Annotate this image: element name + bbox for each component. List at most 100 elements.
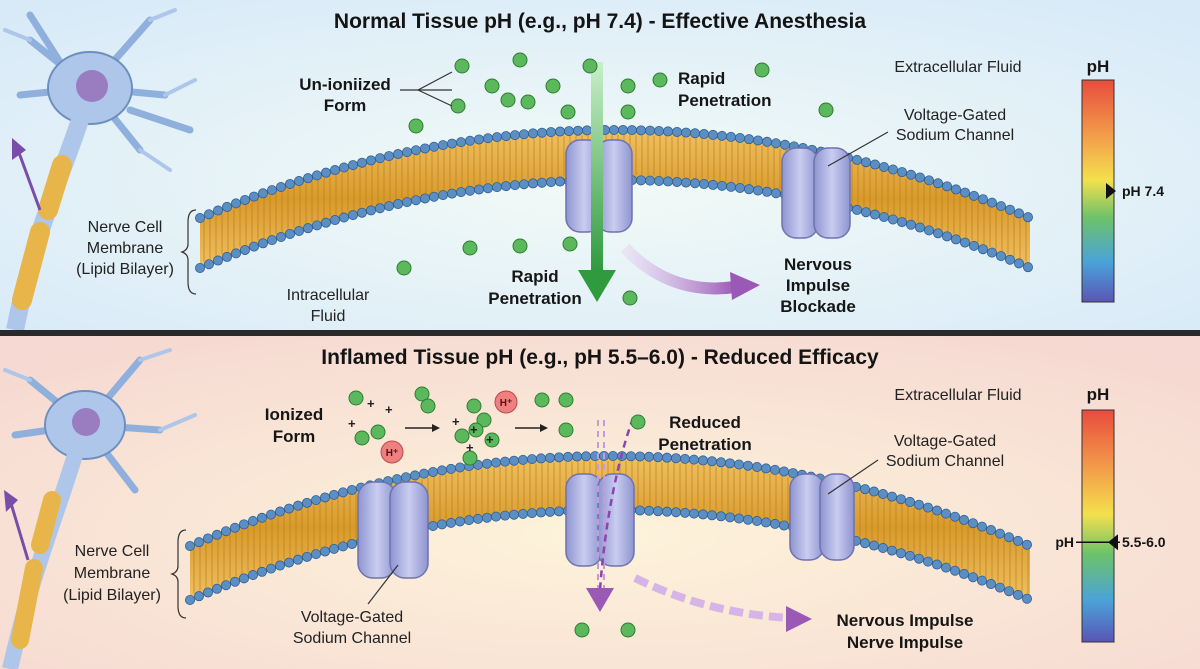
membrane-label-line1: Nerve Cell	[75, 543, 150, 560]
lipid-heads	[184, 451, 1033, 606]
membrane-label-line3: (Lipid Bilayer)	[76, 261, 174, 278]
impulse-label-line1: Nervous Impulse	[837, 611, 974, 630]
molecule-icon	[545, 78, 561, 94]
neuron-icon	[3, 8, 197, 330]
molecule-icon	[454, 58, 470, 74]
channel-left-label-line2: Sodium Channel	[293, 630, 411, 647]
molecule-icon	[818, 102, 834, 118]
panel-inflamed-tissue: Inflamed Tissue pH (e.g., pH 5.5–6.0) - …	[0, 336, 1200, 669]
svg-text:+: +	[452, 414, 460, 429]
molecule-icon	[462, 240, 478, 256]
penetration-arrow	[578, 62, 616, 302]
membrane-brace	[170, 529, 187, 619]
ph-scale-icon: pH pH 7.4	[1081, 57, 1164, 303]
reaction-arrows	[405, 424, 548, 432]
molecule-icon	[558, 392, 574, 408]
unionized-pointer	[400, 71, 453, 107]
ph-left-label: pH	[1055, 534, 1074, 550]
extracellular-label: Extracellular Fluid	[894, 59, 1021, 76]
channel-right-label-line1: Voltage-Gated	[894, 433, 996, 450]
molecule-icon	[630, 414, 646, 430]
charge-signs: + + + + + + +	[348, 396, 494, 455]
blockade-label-line3: Blockade	[780, 297, 856, 316]
unionized-label-line2: Form	[324, 96, 367, 115]
panel-title: Inflamed Tissue pH (e.g., pH 5.5–6.0) - …	[321, 346, 879, 369]
ph-marker-arrow	[1108, 534, 1118, 551]
channel-left-label-line1: Voltage-Gated	[301, 609, 403, 626]
molecule-icon	[622, 290, 638, 306]
impulse-arrow	[620, 243, 760, 300]
molecule-icon	[348, 390, 364, 406]
sodium-channel-icon	[781, 147, 851, 239]
molecule-icon	[466, 398, 482, 414]
channel-label-line2: Sodium Channel	[896, 127, 1014, 144]
reduced-penetration-line2: Penetration	[658, 435, 752, 454]
molecule-icon	[512, 52, 528, 68]
rapid-penetration-top-line2: Penetration	[678, 91, 772, 110]
molecule-icon	[468, 422, 484, 438]
rapid-penetration-top-line1: Rapid	[678, 69, 725, 88]
svg-text:H⁺: H⁺	[386, 448, 399, 459]
channel-label-line1: Voltage-Gated	[904, 107, 1006, 124]
molecule-icon	[408, 118, 424, 134]
molecule-icon	[420, 398, 436, 414]
ph-marker-label: 5.5-6.0	[1122, 534, 1166, 550]
molecule-icon	[500, 92, 516, 108]
channel-right-pointer	[827, 459, 879, 495]
rapid-penetration-bottom-line1: Rapid	[511, 267, 558, 286]
svg-text:+: +	[466, 440, 474, 455]
membrane-label-line1: Nerve Cell	[88, 219, 163, 236]
intracellular-label-line2: Fluid	[311, 308, 346, 325]
reduced-penetration-line1: Reduced	[669, 413, 741, 432]
molecule-icon	[462, 450, 478, 466]
membrane-label-line2: Membrane	[74, 565, 151, 582]
ph-marker-label: pH 7.4	[1122, 183, 1164, 199]
channel-pointer	[827, 131, 889, 167]
sodium-channel-icon	[357, 481, 429, 579]
molecule-icon	[450, 98, 466, 114]
molecule-icon	[396, 260, 412, 276]
ph-scale-icon: pH pH 5.5-6.0	[1055, 385, 1166, 643]
molecule-icon	[512, 238, 528, 254]
molecule-icon	[484, 432, 500, 448]
molecule-icon	[620, 78, 636, 94]
neuron-icon	[2, 348, 197, 669]
svg-text:+: +	[385, 402, 393, 417]
blockade-label-line2: Impulse	[786, 276, 850, 295]
ionized-label-line2: Form	[273, 427, 316, 446]
molecule-icon	[534, 392, 550, 408]
molecule-icon	[476, 412, 492, 428]
intracellular-label-line1: Intracellular	[287, 287, 370, 304]
svg-text:+: +	[348, 416, 356, 431]
molecule-icon	[620, 622, 636, 638]
panel-divider	[0, 330, 1200, 336]
molecule-icon	[558, 422, 574, 438]
molecule-icon	[520, 94, 536, 110]
ph-scale-title: pH	[1087, 57, 1110, 76]
svg-text:+: +	[486, 432, 494, 447]
extracellular-label: Extracellular Fluid	[894, 387, 1021, 404]
panel-title: Normal Tissue pH (e.g., pH 7.4) - Effect…	[334, 10, 866, 33]
svg-text:+: +	[470, 422, 478, 437]
panel-normal-tissue: Normal Tissue pH (e.g., pH 7.4) - Effect…	[0, 0, 1200, 330]
membrane-brace	[180, 209, 197, 295]
channel-right-label-line2: Sodium Channel	[886, 453, 1004, 470]
molecule-icon	[354, 430, 370, 446]
unionized-label-line1: Un-ioniized	[299, 75, 391, 94]
molecule-icon	[370, 424, 386, 440]
reduced-penetration-arrow	[586, 417, 635, 612]
molecule-icon	[754, 62, 770, 78]
molecule-icon	[454, 428, 470, 444]
molecule-icon	[414, 386, 430, 402]
svg-text:+: +	[367, 396, 375, 411]
molecules	[348, 386, 646, 638]
molecule-icon	[562, 236, 578, 252]
molecule-icon	[574, 622, 590, 638]
blockade-label-line1: Nervous	[784, 255, 852, 274]
svg-text:H⁺: H⁺	[500, 398, 513, 409]
molecule-icon	[560, 104, 576, 120]
sodium-channel-icon	[565, 473, 635, 567]
impulse-arrow	[633, 574, 812, 632]
ph-marker-arrow	[1106, 183, 1116, 199]
